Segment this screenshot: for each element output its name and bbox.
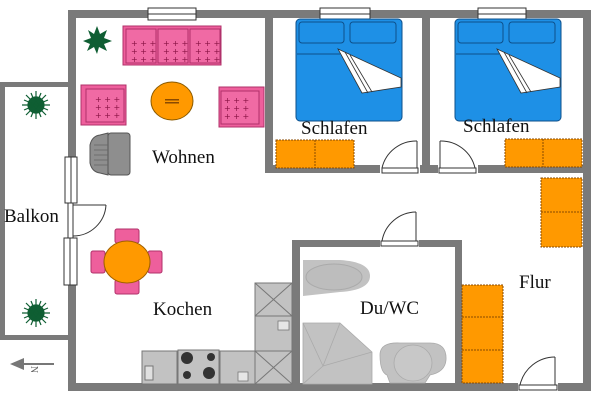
sofa-tufts: + + ++ + ++ + + + + ++ + ++ + + + + ++ +…: [131, 39, 220, 64]
balkon-wall-left: [0, 82, 5, 340]
bed-divider-stub: [420, 165, 438, 173]
sofa: [122, 25, 222, 66]
svg-text:+ + +: + + +: [131, 47, 156, 56]
room-label-wohnen: Wohnen: [152, 147, 215, 168]
door-schlafen2: [438, 140, 477, 174]
north-label: N: [28, 365, 40, 374]
svg-text:+ + +: + + +: [163, 47, 188, 56]
room-label-kochen: Kochen: [153, 299, 213, 320]
door-schlafen1: [381, 140, 419, 174]
wardrobe-schlafen2: [504, 138, 583, 168]
window-wohnen: [147, 7, 197, 21]
wall-bottom-right: [558, 383, 591, 391]
cabinet-flur-lower: [461, 284, 504, 384]
bed-divider: [422, 10, 430, 173]
svg-text:+ + +: + + +: [95, 103, 120, 112]
door-du-wc: [380, 211, 419, 247]
window-schlafen1: [319, 7, 371, 21]
bath-wall-top-right: [419, 240, 462, 247]
svg-text:+ + +: + + +: [163, 39, 188, 48]
wall-top-left: [68, 10, 148, 18]
room-label-balkon: Balkon: [4, 206, 59, 227]
window-balkon-upper: [64, 156, 78, 204]
svg-text:+ + +: + + +: [95, 95, 120, 104]
stove-burners: [181, 352, 215, 379]
tv-set: [89, 132, 131, 176]
armchair-right-tufts: + + ++ + ++ + +: [224, 96, 249, 121]
washbasin: [379, 342, 447, 384]
north-arrow-icon: [10, 358, 54, 370]
shower: [302, 322, 373, 385]
bed1-wall-left: [265, 10, 273, 173]
door-entrance: [518, 356, 558, 391]
bed1-wall-bottom: [265, 165, 380, 173]
room-label-schlafen1: Schlafen: [301, 118, 368, 139]
plant-wohnen: [83, 26, 112, 54]
armchair-right: [218, 86, 265, 128]
armchair-left: [80, 84, 127, 126]
window-schlafen2: [477, 7, 527, 21]
room-label-du-wc: Du/WC: [360, 298, 420, 319]
svg-text:+ + +: + + +: [131, 39, 156, 48]
room-label-flur: Flur: [519, 272, 551, 293]
balkon-wall-top: [0, 82, 76, 87]
svg-text:+ + +: + + +: [131, 55, 156, 64]
door-balkon: [67, 202, 107, 239]
bed2-wall-bottom: [478, 165, 591, 173]
wall-right: [583, 10, 591, 391]
balkon-wall-bottom: [0, 335, 76, 340]
armchair-left-tufts: + + ++ + ++ + +: [95, 95, 120, 120]
window-balkon-lower: [63, 237, 78, 286]
coffee-table: [150, 81, 194, 121]
dining-set: [90, 228, 163, 295]
plant-balkon-bottom: [22, 299, 50, 327]
sink-icons: [237, 320, 290, 382]
svg-text:+ + +: + + +: [195, 55, 220, 64]
wardrobe-schlafen1: [275, 139, 355, 169]
bed-schlafen2: [454, 18, 562, 122]
wall-top-right: [526, 10, 591, 18]
bathtub: [303, 260, 370, 296]
wall-top-mid: [196, 10, 320, 18]
cabinet-flur-upper: [540, 177, 583, 248]
svg-text:+ + +: + + +: [224, 112, 249, 121]
svg-text:+ + +: + + +: [224, 104, 249, 113]
bath-wall-right: [455, 240, 462, 390]
bed-schlafen1: [295, 18, 403, 122]
svg-text:+ + +: + + +: [195, 47, 220, 56]
bath-wall-top-left: [292, 240, 380, 247]
svg-text:+ + +: + + +: [224, 96, 249, 105]
plant-balkon-top: [22, 91, 50, 119]
bath-wall-left: [292, 240, 300, 390]
svg-text:+ + +: + + +: [95, 111, 120, 120]
room-label-schlafen2: Schlafen: [463, 116, 530, 137]
svg-text:+ + +: + + +: [195, 39, 220, 48]
svg-text:+ + +: + + +: [163, 55, 188, 64]
